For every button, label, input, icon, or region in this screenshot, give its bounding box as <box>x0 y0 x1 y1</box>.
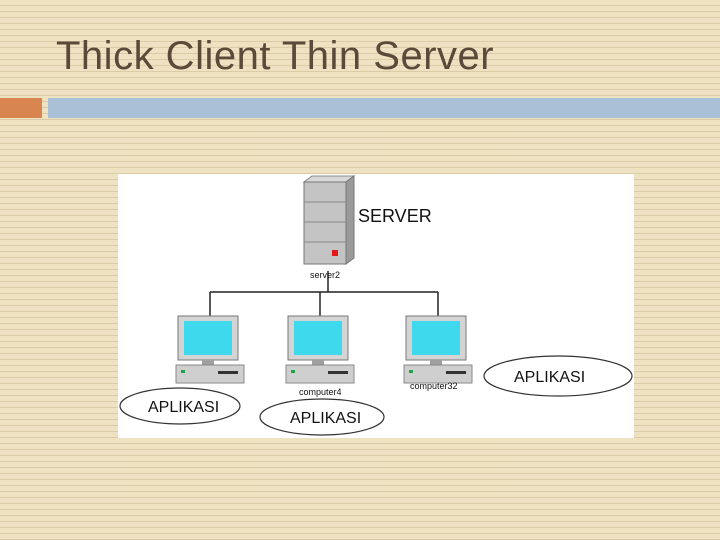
computer-name: computer32 <box>410 381 458 391</box>
computer-name: computer4 <box>299 387 342 397</box>
application-label: APLIKASI <box>290 410 361 427</box>
application-label: APLIKASI <box>148 399 219 416</box>
application-ellipse <box>259 398 385 436</box>
connection-lines <box>209 271 439 316</box>
application-ellipse <box>483 355 633 397</box>
computer-icon <box>403 315 473 384</box>
application-ellipse <box>119 387 241 425</box>
computer-icon <box>285 315 355 384</box>
server-icon <box>302 175 356 265</box>
application-label: APLIKASI <box>514 369 585 386</box>
computer-icon <box>175 315 245 384</box>
server-label: SERVER <box>358 206 432 226</box>
title-rule <box>48 98 720 118</box>
slide-title: Thick Client Thin Server <box>56 34 495 78</box>
accent-bar <box>0 98 42 118</box>
server-name: server2 <box>310 270 340 280</box>
network-diagram: SERVER server2 computer4 <box>118 174 634 438</box>
